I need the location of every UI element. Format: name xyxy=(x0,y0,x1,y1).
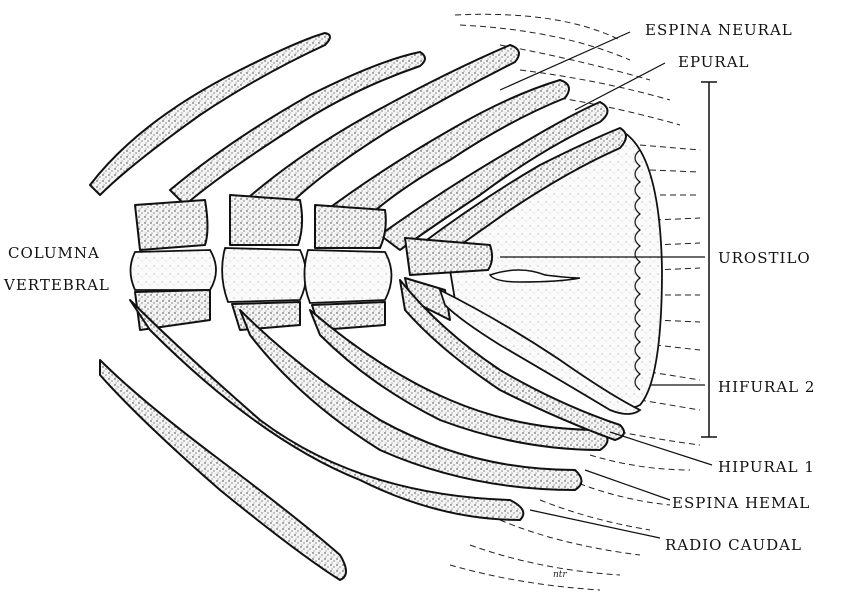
bracket xyxy=(701,82,717,437)
label-hipural1: HIPURAL 1 xyxy=(718,458,815,476)
label-columna: COLUMNA xyxy=(8,244,100,262)
label-vertebral: VERTEBRAL xyxy=(3,276,110,294)
label-radio-caudal: RADIO CAUDAL xyxy=(665,536,802,554)
label-espina-hemal: ESPINA HEMAL xyxy=(672,494,810,512)
label-epural: EPURAL xyxy=(678,53,750,71)
label-espina-neural: ESPINA NEURAL xyxy=(645,21,793,39)
artist-signature: ntr xyxy=(553,570,567,580)
label-hifural2: HIFURAL 2 xyxy=(718,378,815,396)
label-urostilo: UROSTILO xyxy=(718,249,811,267)
